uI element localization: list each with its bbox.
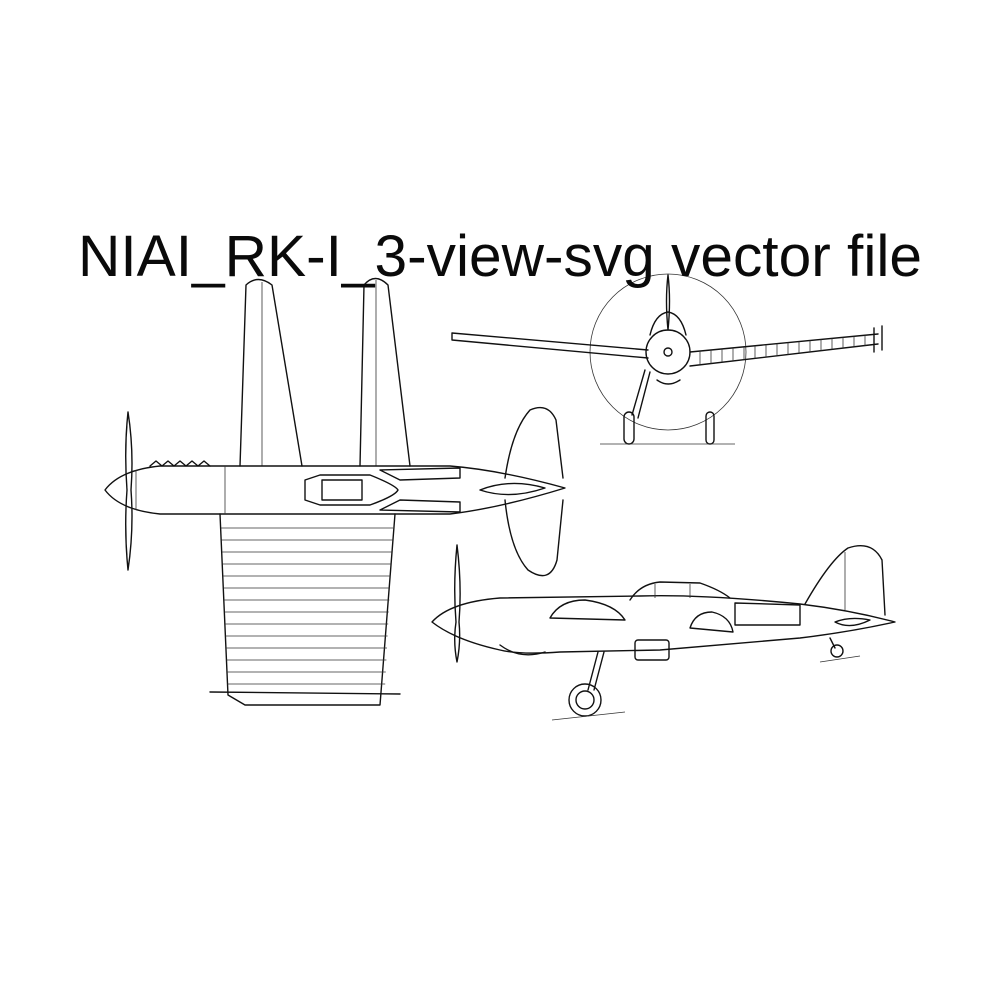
lower-wing [219,513,396,706]
main-gear-front [631,369,651,419]
canopy-side [629,581,731,601]
side-view [431,544,896,721]
fuselage-side [431,594,896,654]
main-wheel [568,683,602,717]
propeller-top-view [125,411,133,571]
vertical-fin [804,545,886,616]
title: NIAI_RK-I_3-view-svg vector file [78,224,922,289]
top-view [104,277,566,706]
left-wing-panel [239,278,303,467]
horizontal-tail [504,406,564,479]
right-wing-panel [359,277,411,467]
cowling-exhausts [149,460,211,467]
propeller-disc [589,273,747,431]
left-wing-front [451,332,649,359]
propeller-front [665,274,671,331]
cockpit-canopy [304,474,399,506]
front-view [451,273,883,445]
tail-wheel [830,644,844,658]
wing-ribs [221,527,393,685]
propeller-side [454,544,461,663]
fuselage-plan [104,465,566,515]
right-wing-front [689,325,883,367]
main-gear-side [587,651,605,691]
